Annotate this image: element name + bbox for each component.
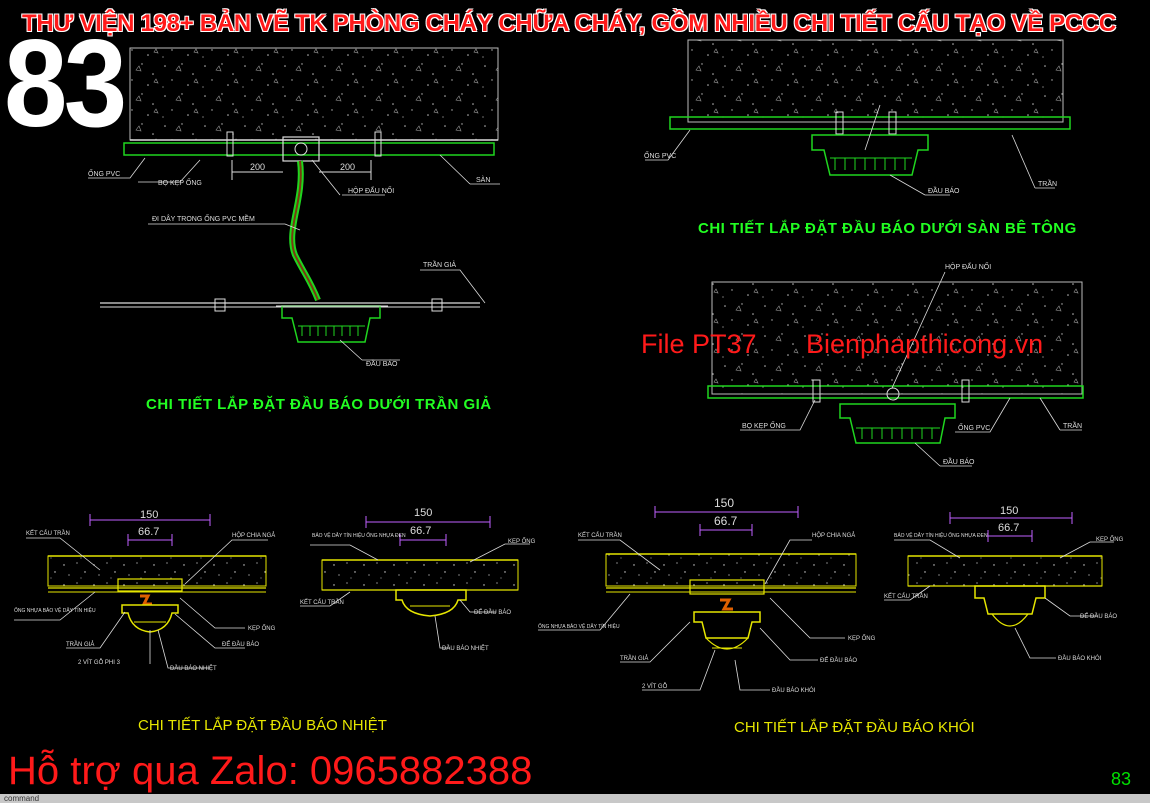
zalo-hotline: Hỗ trợ qua Zalo: 0965882388 <box>8 749 533 793</box>
label-screws: 2 VÍT GỖ <box>642 683 668 690</box>
detector-icon <box>811 134 929 176</box>
label-heat-detector: ĐẦU BÁO NHIỆT <box>170 664 217 672</box>
ceiling-structure <box>321 559 519 591</box>
label-ceiling-structure: KẾT CẤU TRẦN <box>578 532 622 539</box>
label-base: ĐẾ ĐẦU BÁO <box>474 609 511 616</box>
heat-detector-icon <box>395 589 467 617</box>
label-signal-pipe: ỐNG NHỰA BẢO VỆ DÂY TÍN HIỆU <box>538 622 620 630</box>
dim-inner: 66.7 <box>714 514 738 528</box>
banner-title: THƯ VIỆN 198+ BẢN VẼ TK PHÒNG CHÁY CHỮA … <box>22 10 1116 37</box>
label-wire-pipe: BẢO VỆ DÂY TÍN HIỆU ỐNG NHỰA ĐEN <box>894 531 988 539</box>
label-heat-detector: ĐẦU BÁO NHIỆT <box>442 644 489 652</box>
dim-overall: 150 <box>414 507 432 519</box>
smoke-detector-icon <box>693 611 761 650</box>
label-ceiling-structure: KẾT CẤU TRẦN <box>300 599 344 606</box>
label-detector: ĐẦU BÁO <box>943 456 975 466</box>
page-number: 83 <box>1111 769 1132 789</box>
sheet-number: 83 <box>4 15 127 153</box>
command-bar[interactable]: command <box>0 794 1150 803</box>
label-wire-pipe: BẢO VỆ DÂY TÍN HIỆU ỐNG NHỰA ĐEN <box>312 531 406 539</box>
detail-title: CHI TIẾT LẮP ĐẶT ĐẦU BÁO KHÓI <box>734 718 975 736</box>
label-junction-box: HỘP ĐẤU NỐI <box>348 185 394 195</box>
pipe-clamp <box>374 131 382 157</box>
label-pipe-clamp: KẸP ỐNG <box>248 625 276 632</box>
label-pipe-clamp: KẸP ỐNG <box>1096 536 1124 543</box>
label-pvc-pipe: ỐNG PVC <box>958 422 990 432</box>
detail-smoke-detector: 150 66.7 KẾT CẤU TRẦN HỘP CHIA NGẢ ỐNG N… <box>538 496 1124 736</box>
concrete-slab <box>129 47 499 141</box>
label-smoke-detector: ĐẦU BÁO KHÓI <box>1058 655 1102 662</box>
label-pvc-pipe: ỐNG PVC <box>88 168 120 178</box>
dim-inner: 66.7 <box>138 526 159 538</box>
label-pipe-clamp: KẸP ỐNG <box>508 538 536 545</box>
label-ceiling-structure: KẾT CẤU TRẦN <box>26 530 70 537</box>
dim-right: 200 <box>340 162 355 172</box>
label-screws: 2 VÍT GỖ PHI 3 <box>78 659 121 666</box>
label-flex-conduit: ĐI DÂY TRONG ỐNG PVC MỀM <box>152 213 255 223</box>
file-code: File PT37 <box>641 329 757 359</box>
label-base: ĐẾ ĐẦU BÁO <box>1080 613 1117 620</box>
label-signal-pipe: ỐNG NHỰA BẢO VỆ DÂY TÍN HIỆU <box>14 606 96 614</box>
label-pipe-clamp: BỌ KẸP ỐNG <box>742 420 786 430</box>
label-detector: ĐẦU BÁO <box>928 185 960 195</box>
concrete-slab <box>687 39 1064 123</box>
pvc-pipe <box>669 116 1071 130</box>
pvc-pipe <box>707 385 1084 399</box>
label-false-ceiling: TRẦN GIẢ <box>423 259 456 269</box>
label-base: ĐẾ ĐẦU BÁO <box>820 657 857 664</box>
detail-title: CHI TIẾT LẮP ĐẶT ĐẦU BÁO DƯỚI SÀN BÊ TÔN… <box>698 219 1077 237</box>
pvc-pipe <box>123 142 495 156</box>
detail-concrete-slab: ỐNG PVC ĐẦU BÁO TRẦN CHI TIẾT LẮP ĐẶT ĐẦ… <box>644 39 1077 237</box>
dim-overall: 150 <box>1000 505 1018 517</box>
label-pipe-clamp: KẸP ỐNG <box>848 635 876 642</box>
label-junction-box: HỘP CHIA NGẢ <box>812 532 855 539</box>
smoke-detector-icon <box>974 585 1046 627</box>
label-ceiling: TRẦN <box>1038 178 1057 188</box>
heat-detector-icon <box>121 604 179 633</box>
label-junction-box: HỘP CHIA NGẢ <box>232 532 275 539</box>
pipe-clamp <box>226 131 234 157</box>
label-pvc-pipe: ỐNG PVC <box>644 150 676 160</box>
ceiling-structure <box>47 555 267 587</box>
dim-left: 200 <box>250 162 265 172</box>
label-false-ceiling: TRẦN GIẢ <box>66 641 94 648</box>
flex-conduit <box>289 160 321 302</box>
dim-inner: 66.7 <box>410 525 431 537</box>
website-name: Bienphapthicong.vn <box>806 329 1044 359</box>
detector-icon <box>839 403 956 444</box>
concrete-slab <box>711 281 1083 395</box>
dim-inner: 66.7 <box>998 522 1019 534</box>
detector-icon <box>276 305 388 343</box>
detail-false-ceiling: 200 200 ỐNG PVC BỌ KẸP ỐNG HỘP ĐẤU NỐI S… <box>88 47 500 413</box>
label-ceiling-structure: KẾT CẤU TRẦN <box>884 593 928 600</box>
label-junction-box: HỘP ĐẤU NỐI <box>945 261 991 271</box>
ceiling-structure <box>907 555 1103 587</box>
detail-title: CHI TIẾT LẮP ĐẶT ĐẦU BÁO NHIỆT <box>138 716 387 734</box>
label-ceiling: TRẦN <box>1063 420 1082 430</box>
dim-overall: 150 <box>140 509 158 521</box>
detail-heat-detector: 150 66.7 KẾT CẤU TRẦN HỘP CHIA NGẢ ỐNG N… <box>14 507 536 734</box>
label-slab: SÀN <box>476 175 490 184</box>
label-base: ĐẾ ĐẦU BÁO <box>222 641 259 648</box>
detail-title: CHI TIẾT LẮP ĐẶT ĐẦU BÁO DƯỚI TRẦN GIẢ <box>146 395 492 413</box>
dim-overall: 150 <box>714 496 734 510</box>
label-smoke-detector: ĐẦU BÁO KHÓI <box>772 687 816 694</box>
detail-concrete-slab-2: HỘP ĐẤU NỐI BỌ KẸP ỐNG ỐNG PVC TRẦN ĐẦU … <box>707 261 1084 467</box>
label-detector: ĐẦU BÁO <box>366 358 398 368</box>
label-pipe-clamp: BỌ KẸP ỐNG <box>158 177 202 187</box>
label-false-ceiling: TRẦN GIẢ <box>620 655 648 662</box>
ceiling-structure <box>605 553 857 587</box>
